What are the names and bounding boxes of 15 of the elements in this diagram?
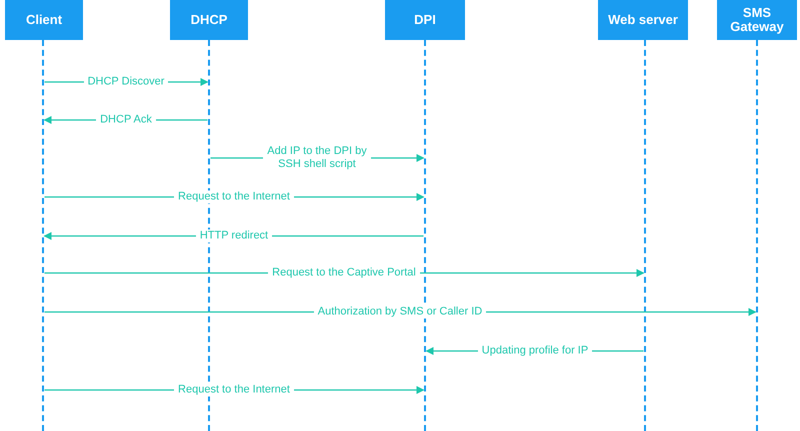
participant-box: DHCP xyxy=(170,0,248,40)
edge-label: Request to the Internet xyxy=(174,384,294,396)
edge-label: Updating profile for IP xyxy=(478,344,592,358)
edge-label: Request to the Internet xyxy=(174,190,294,204)
edge-label: Authorization by SMS or Caller ID xyxy=(314,306,486,318)
participant-box: Client xyxy=(5,0,83,40)
participant-box: Web server xyxy=(598,0,688,40)
participant-box: DPI xyxy=(385,0,465,40)
lifeline xyxy=(42,40,44,431)
lifeline xyxy=(644,40,646,431)
edge-label: Request to the Captive Portal xyxy=(268,266,420,280)
lifeline xyxy=(756,40,758,431)
edge-label: HTTP redirect xyxy=(196,230,272,242)
participant-box: SMS Gateway xyxy=(717,0,797,40)
edge-label: Add IP to the DPI by SSH shell script xyxy=(263,145,371,171)
